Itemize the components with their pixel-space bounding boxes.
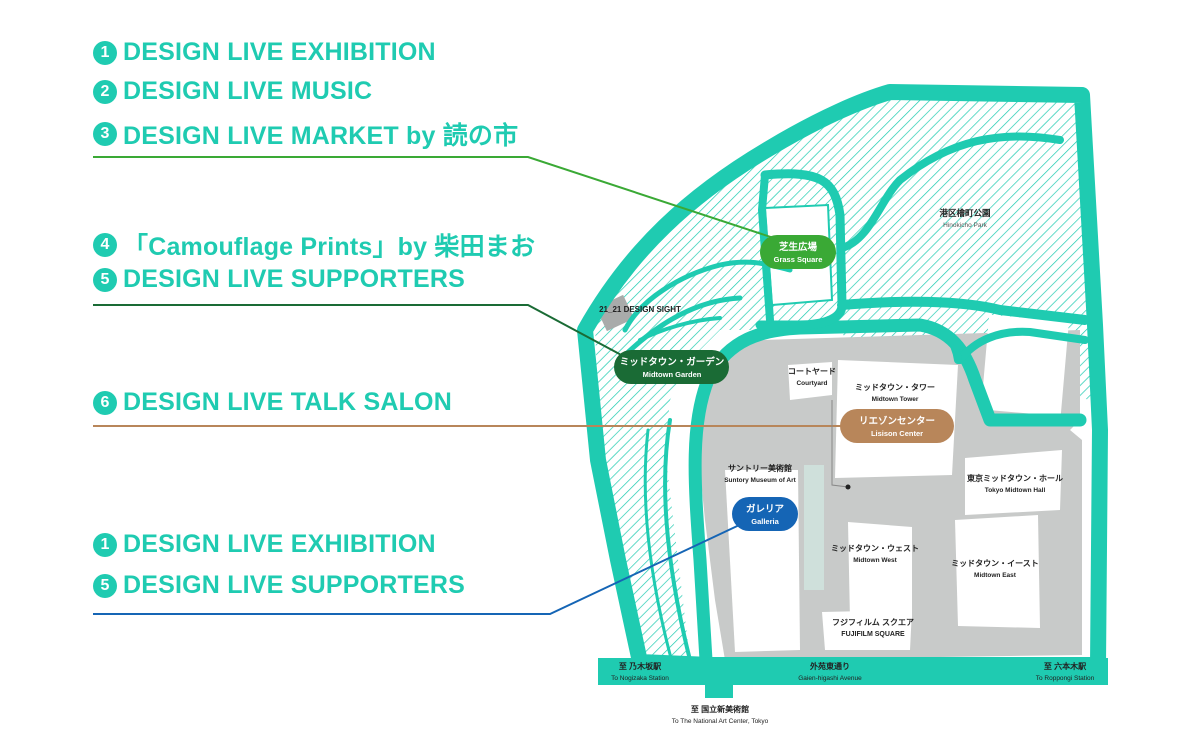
legend-number-badge: 1 [93, 40, 117, 65]
road-nogizaka-en: To Nogizaka Station [611, 675, 669, 682]
marker-grass-square[interactable]: 芝生広場 Grass Square [760, 235, 836, 269]
legend-number-badge: 2 [93, 79, 117, 104]
west-jp: ミッドタウン・ウェスト [831, 543, 919, 553]
legend-label: DESIGN LIVE TALK SALON [123, 388, 452, 416]
legend-music[interactable]: 2 DESIGN LIVE MUSIC [93, 77, 372, 106]
east-en: Midtown East [974, 572, 1017, 579]
road-gaien-jp: 外苑東通り [810, 661, 850, 671]
building-east [955, 515, 1040, 628]
suntory-jp: サントリー美術館 [728, 463, 792, 473]
legend-talk-salon[interactable]: 6 DESIGN LIVE TALK SALON [93, 388, 452, 417]
legend-number-badge: 5 [93, 573, 117, 598]
hinokicho-park-en: Hinokicho Park [943, 222, 987, 229]
legend-label: DESIGN LIVE MARKET by 読の市 [123, 122, 519, 150]
legend-supporters-2[interactable]: 5 DESIGN LIVE SUPPORTERS [93, 571, 465, 600]
legend-camouflage[interactable]: 4 「Camouflage Prints」by 柴田まお [93, 227, 535, 263]
leader-line-galleria [93, 519, 751, 615]
marker-galleria-jp: ガレリア [746, 503, 785, 515]
road-nact-jp: 至 国立新美術館 [691, 704, 749, 714]
hinokicho-park-jp: 港区檜町公園 [939, 208, 990, 218]
east-jp: ミッドタウン・イースト [951, 558, 1039, 568]
road-to-nact [705, 680, 733, 698]
park-area [595, 95, 1092, 660]
marker-galleria-en: Galleria [751, 517, 779, 526]
hall-en: Tokyo Midtown Hall [985, 487, 1046, 494]
gaien-avenue [598, 658, 1108, 685]
marker-galleria[interactable]: ガレリア Galleria [732, 497, 798, 531]
marker-liaison-center[interactable]: リエゾンセンター Lisison Center [840, 409, 954, 443]
legend-number-badge: 4 [93, 233, 117, 257]
courtyard-en: Courtyard [796, 380, 827, 387]
suntory-en: Suntory Museum of Art [724, 477, 796, 484]
leader-line-grass [93, 156, 796, 246]
building-west [848, 522, 912, 620]
legend-market[interactable]: 3 DESIGN LIVE MARKET by 読の市 [93, 116, 518, 152]
hall-jp: 東京ミッドタウン・ホール [967, 473, 1063, 483]
legend-exhibition-2[interactable]: 1 DESIGN LIVE EXHIBITION [93, 530, 436, 559]
marker-grass-jp: 芝生広場 [779, 241, 818, 253]
tower-dot [845, 484, 851, 490]
west-en: Midtown West [853, 557, 897, 564]
road-nogizaka-jp: 至 乃木坂駅 [619, 661, 662, 671]
legend-label: DESIGN LIVE EXHIBITION [123, 38, 436, 66]
building-courtyard [788, 362, 832, 400]
leader-line-garden [93, 304, 641, 366]
legend-label: DESIGN LIVE MUSIC [123, 77, 373, 105]
road-nact-en: To The National Art Center, Tokyo [672, 718, 769, 725]
marker-liaison-jp: リエゾンセンター [859, 415, 935, 427]
legend-number-badge: 6 [93, 390, 117, 415]
fujifilm-jp: フジフィルム スクエア [832, 617, 914, 627]
legend-number-badge: 3 [93, 122, 117, 146]
tower-jp: ミッドタウン・タワー [855, 382, 935, 392]
legend-supporters-1[interactable]: 5 DESIGN LIVE SUPPORTERS [93, 265, 465, 294]
legend-label: DESIGN LIVE EXHIBITION [123, 530, 436, 558]
legend-label: DESIGN LIVE SUPPORTERS [123, 571, 465, 599]
legend-label: 「Camouflage Prints」by 柴田まお [123, 233, 536, 261]
marker-liaison-en: Lisison Center [871, 429, 923, 438]
legend-number-badge: 1 [93, 532, 117, 557]
design-sight-label: 21_21 DESIGN SIGHT [599, 305, 681, 314]
tower-connector [831, 400, 849, 488]
legend-number-badge: 5 [93, 267, 117, 292]
legend-exhibition-1[interactable]: 1 DESIGN LIVE EXHIBITION [93, 38, 436, 67]
suntory-strip [804, 465, 824, 590]
road-roppongi-jp: 至 六本木駅 [1044, 661, 1087, 671]
courtyard-jp: コートヤード [788, 367, 836, 376]
marker-grass-en: Grass Square [774, 255, 823, 264]
marker-midtown-garden[interactable]: ミッドタウン・ガーデン Midtown Garden [614, 350, 729, 384]
fujifilm-en: FUJIFILM SQUARE [841, 631, 905, 638]
marker-garden-jp: ミッドタウン・ガーデン [620, 356, 725, 368]
building-fujifilm [822, 610, 912, 650]
building-hall [965, 450, 1062, 515]
walkways [577, 84, 1108, 673]
legend-label: DESIGN LIVE SUPPORTERS [123, 265, 465, 293]
building-northeast [980, 314, 1069, 417]
tower-en: Midtown Tower [872, 396, 919, 403]
road-roppongi-en: To Roppongi Station [1036, 675, 1095, 682]
marker-garden-en: Midtown Garden [643, 370, 702, 379]
road-gaien-en: Gaien-higashi Avenue [798, 675, 862, 682]
